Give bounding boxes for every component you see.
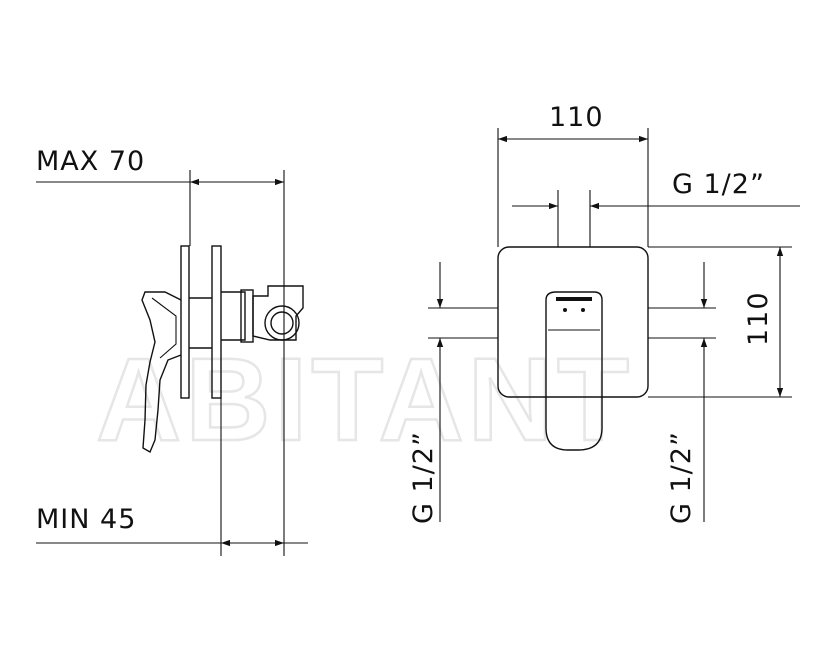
width-dimension-label: 110 [549,102,604,133]
height-dimension-label: 110 [743,291,774,346]
min-dimension-label: MIN 45 [36,504,136,535]
front-lever [545,291,603,451]
fitting-outlet-outer [264,305,300,341]
max-dimension-label: MAX 70 [36,146,145,177]
front-plate [497,246,649,398]
fitting [252,285,304,341]
lever-detail [151,297,177,359]
side-view: MAX 70 MIN 45 [36,146,308,556]
top-thread-label: G 1/2” [672,169,765,200]
lever-logo-mark [556,297,592,301]
lever-dot-right [581,308,585,312]
front-view: 110 G 1/2” 110 G 1/2” G 1/2” [408,102,800,524]
valve-body [189,291,246,349]
wall-plate-rear [211,245,222,399]
right-thread-label: G 1/2” [666,431,697,524]
watermark-text: ABITANT [96,334,633,466]
lever-dot-left [563,308,567,312]
fitting-outlet-inner [270,311,294,335]
lever-handle [141,291,182,454]
left-thread-label: G 1/2” [408,431,439,524]
wall-plate-front [180,245,190,399]
